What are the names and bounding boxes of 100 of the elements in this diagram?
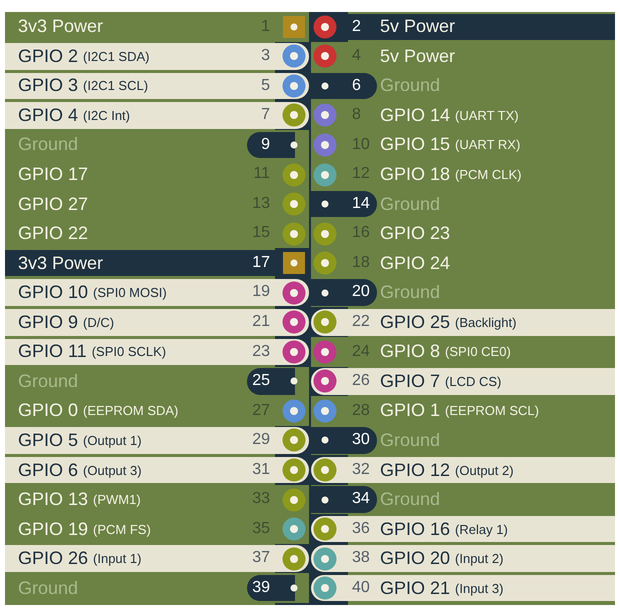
pin-function: (UART RX)	[455, 137, 520, 152]
pin-name: GPIO 27	[18, 194, 88, 215]
pin-name: Ground	[380, 75, 440, 96]
pin-name: Ground	[18, 134, 78, 156]
pin-name: Ground	[18, 370, 78, 392]
pin-number: 38	[352, 548, 370, 568]
pin-name: Ground	[18, 578, 78, 599]
pin-function: (Output 2)	[455, 462, 514, 478]
pin-row-band	[5, 43, 309, 70]
pin-name: GPIO 4	[18, 104, 78, 126]
pin-function: (EEPROM SCL)	[445, 403, 539, 418]
pin-function: (SPI0 CE0)	[445, 344, 511, 360]
pin-function: (Input 1)	[93, 551, 142, 566]
pin-number: 39	[247, 574, 295, 602]
pin-number: 32	[352, 460, 370, 480]
pin-number: 19	[252, 282, 270, 302]
pin-row-band	[5, 102, 309, 129]
pin-name: GPIO 14	[380, 104, 450, 126]
pin-number: 21	[252, 312, 270, 332]
pin-name: GPIO 3	[18, 75, 78, 96]
pin-name: GPIO 24	[380, 252, 450, 274]
pin-row-band	[5, 545, 309, 572]
pin-row-band	[5, 427, 309, 454]
pin-row-band	[311, 309, 615, 336]
pin-row-band	[311, 456, 615, 484]
pin-row-band	[5, 338, 309, 366]
pin-number: 17	[252, 252, 270, 273]
pin-row-band	[311, 516, 615, 542]
pin-function: (Relay 1)	[455, 522, 508, 537]
pin-name: GPIO 20	[380, 548, 450, 570]
pin-function: (UART TX)	[455, 108, 519, 123]
pin-name: GPIO 18	[380, 164, 450, 185]
pin-number: 14	[311, 190, 377, 218]
pin-row-band	[311, 368, 615, 395]
pin-function: (EEPROM SDA)	[83, 403, 178, 418]
pin-function: (I2C Int)	[83, 108, 130, 123]
pin-name: GPIO 15	[380, 134, 450, 156]
pin-name: GPIO 6	[18, 460, 78, 480]
pin-row-band	[5, 456, 309, 484]
pin-number: 2	[352, 16, 361, 36]
pin-row-band	[5, 72, 309, 100]
pin-name: 3v3 Power	[18, 252, 104, 274]
pin-number: 29	[252, 430, 270, 450]
pin-row-band	[311, 545, 615, 572]
pin-number: 36	[352, 518, 370, 539]
pin-name: Ground	[380, 194, 440, 215]
pin-name: Ground	[380, 282, 440, 304]
pin-name: GPIO 2	[18, 46, 78, 67]
pin-name: 5v Power	[380, 16, 456, 38]
pin-function: (PCM CLK)	[455, 167, 522, 182]
pin-function: (Backlight)	[455, 314, 516, 330]
pin-name: Ground	[380, 489, 440, 510]
pin-row-band	[311, 574, 615, 602]
pin-function: (PWM1)	[93, 492, 141, 508]
pin-name: GPIO 26	[18, 548, 88, 570]
pin-number: 26	[352, 371, 370, 392]
pin-number: 23	[252, 342, 270, 362]
pin-name: GPIO 5	[18, 430, 78, 451]
pin-row-band	[311, 14, 615, 40]
pin-name: GPIO 22	[18, 223, 88, 244]
pin-name: GPIO 19	[18, 518, 88, 540]
pin-number: 25	[247, 368, 295, 395]
pin-function: (I2C1 SCL)	[83, 78, 148, 94]
pin-function: (Output 3)	[83, 462, 142, 478]
pin-name: GPIO 11	[18, 341, 87, 362]
pin-function: (Input 2)	[455, 551, 504, 566]
pin-function: (SPI0 MOSI)	[93, 285, 167, 300]
pin-name: GPIO 17	[18, 164, 88, 185]
pin-function: (SPI0 SCLK)	[92, 344, 166, 360]
pin-number: 20	[311, 279, 377, 306]
pin-name: GPIO 12	[380, 460, 450, 480]
pin-number: 9	[247, 132, 295, 158]
pin-name: GPIO 25	[380, 312, 450, 333]
pin-name: GPIO 7	[380, 370, 440, 392]
pin-function: (Input 3)	[455, 580, 504, 596]
pin-number: 31	[252, 460, 270, 480]
pin-number: 3	[261, 46, 270, 66]
pin-number: 34	[311, 486, 377, 513]
pin-function: (PCM FS)	[93, 522, 151, 537]
pin-name: GPIO 1	[380, 400, 440, 422]
pin-name: GPIO 10	[18, 282, 88, 304]
pin-number: 7	[261, 105, 270, 126]
pin-name: GPIO 23	[380, 223, 450, 244]
pin-name: GPIO 16	[380, 518, 450, 540]
pin-function: (I2C1 SDA)	[83, 48, 150, 64]
pin-name: GPIO 21	[380, 578, 450, 599]
pin-number: 5	[261, 76, 270, 96]
pin-number: 40	[352, 578, 370, 598]
pin-function: (Output 1)	[83, 432, 142, 448]
pin-function: (LCD CS)	[445, 374, 502, 389]
pin-name: 5v Power	[380, 46, 456, 67]
pin-name: 3v3 Power	[18, 16, 104, 38]
pin-number: 30	[311, 427, 377, 454]
pin-name: Ground	[380, 430, 440, 451]
pin-name: GPIO 0	[18, 400, 78, 422]
pin-name: GPIO 9	[18, 312, 78, 333]
pin-number: 37	[252, 548, 270, 568]
pin-row-band	[5, 309, 309, 336]
pin-function: (D/C)	[83, 314, 114, 330]
pin-number: 22	[352, 312, 370, 332]
